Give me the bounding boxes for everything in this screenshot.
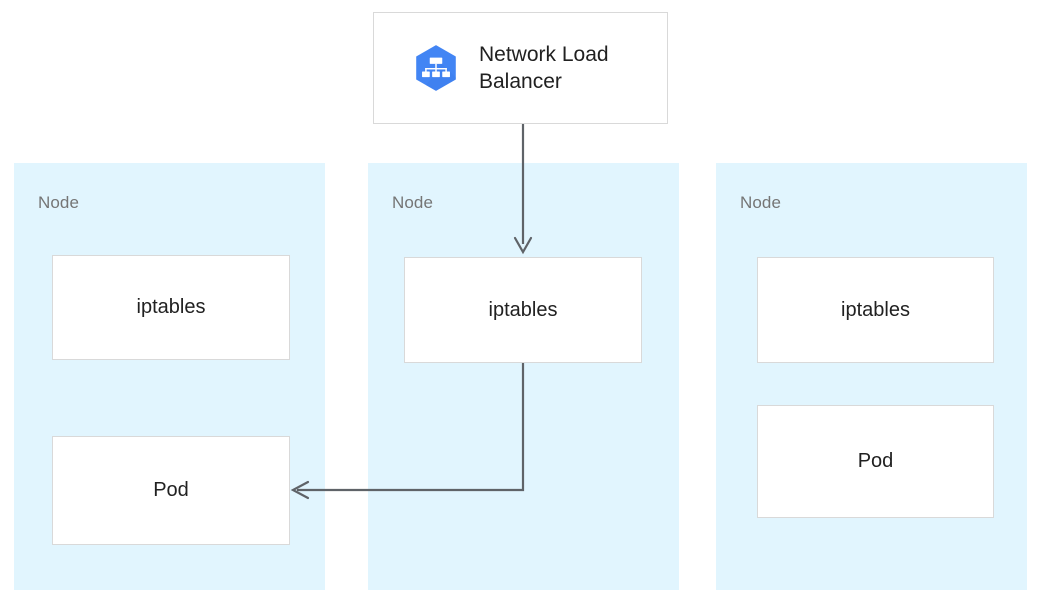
pod-box-label: Pod: [153, 479, 189, 501]
iptables-box-label: iptables: [136, 296, 206, 318]
node-group-3: Node iptables Pod: [716, 163, 1027, 590]
iptables-box[interactable]: iptables: [52, 255, 290, 360]
network-load-balancer-card[interactable]: Network Load Balancer: [373, 12, 668, 124]
iptables-box-label: iptables: [488, 298, 558, 321]
pod-box-label: Pod: [857, 450, 894, 472]
iptables-box[interactable]: iptables: [404, 257, 642, 363]
network-load-balancer-label: Network Load Balancer: [479, 42, 609, 93]
node-label: Node: [740, 193, 782, 212]
node-group-1: Node iptables Pod: [14, 163, 325, 590]
node-label: Node: [38, 193, 80, 212]
pod-box[interactable]: Pod: [757, 405, 994, 518]
pod-box[interactable]: Pod: [52, 436, 290, 545]
iptables-box-label: iptables: [841, 298, 910, 321]
iptables-box[interactable]: iptables: [757, 257, 994, 363]
node-group-2: Node iptables: [368, 163, 679, 590]
network-load-balancer-icon: [416, 45, 456, 91]
node-label: Node: [392, 193, 434, 212]
